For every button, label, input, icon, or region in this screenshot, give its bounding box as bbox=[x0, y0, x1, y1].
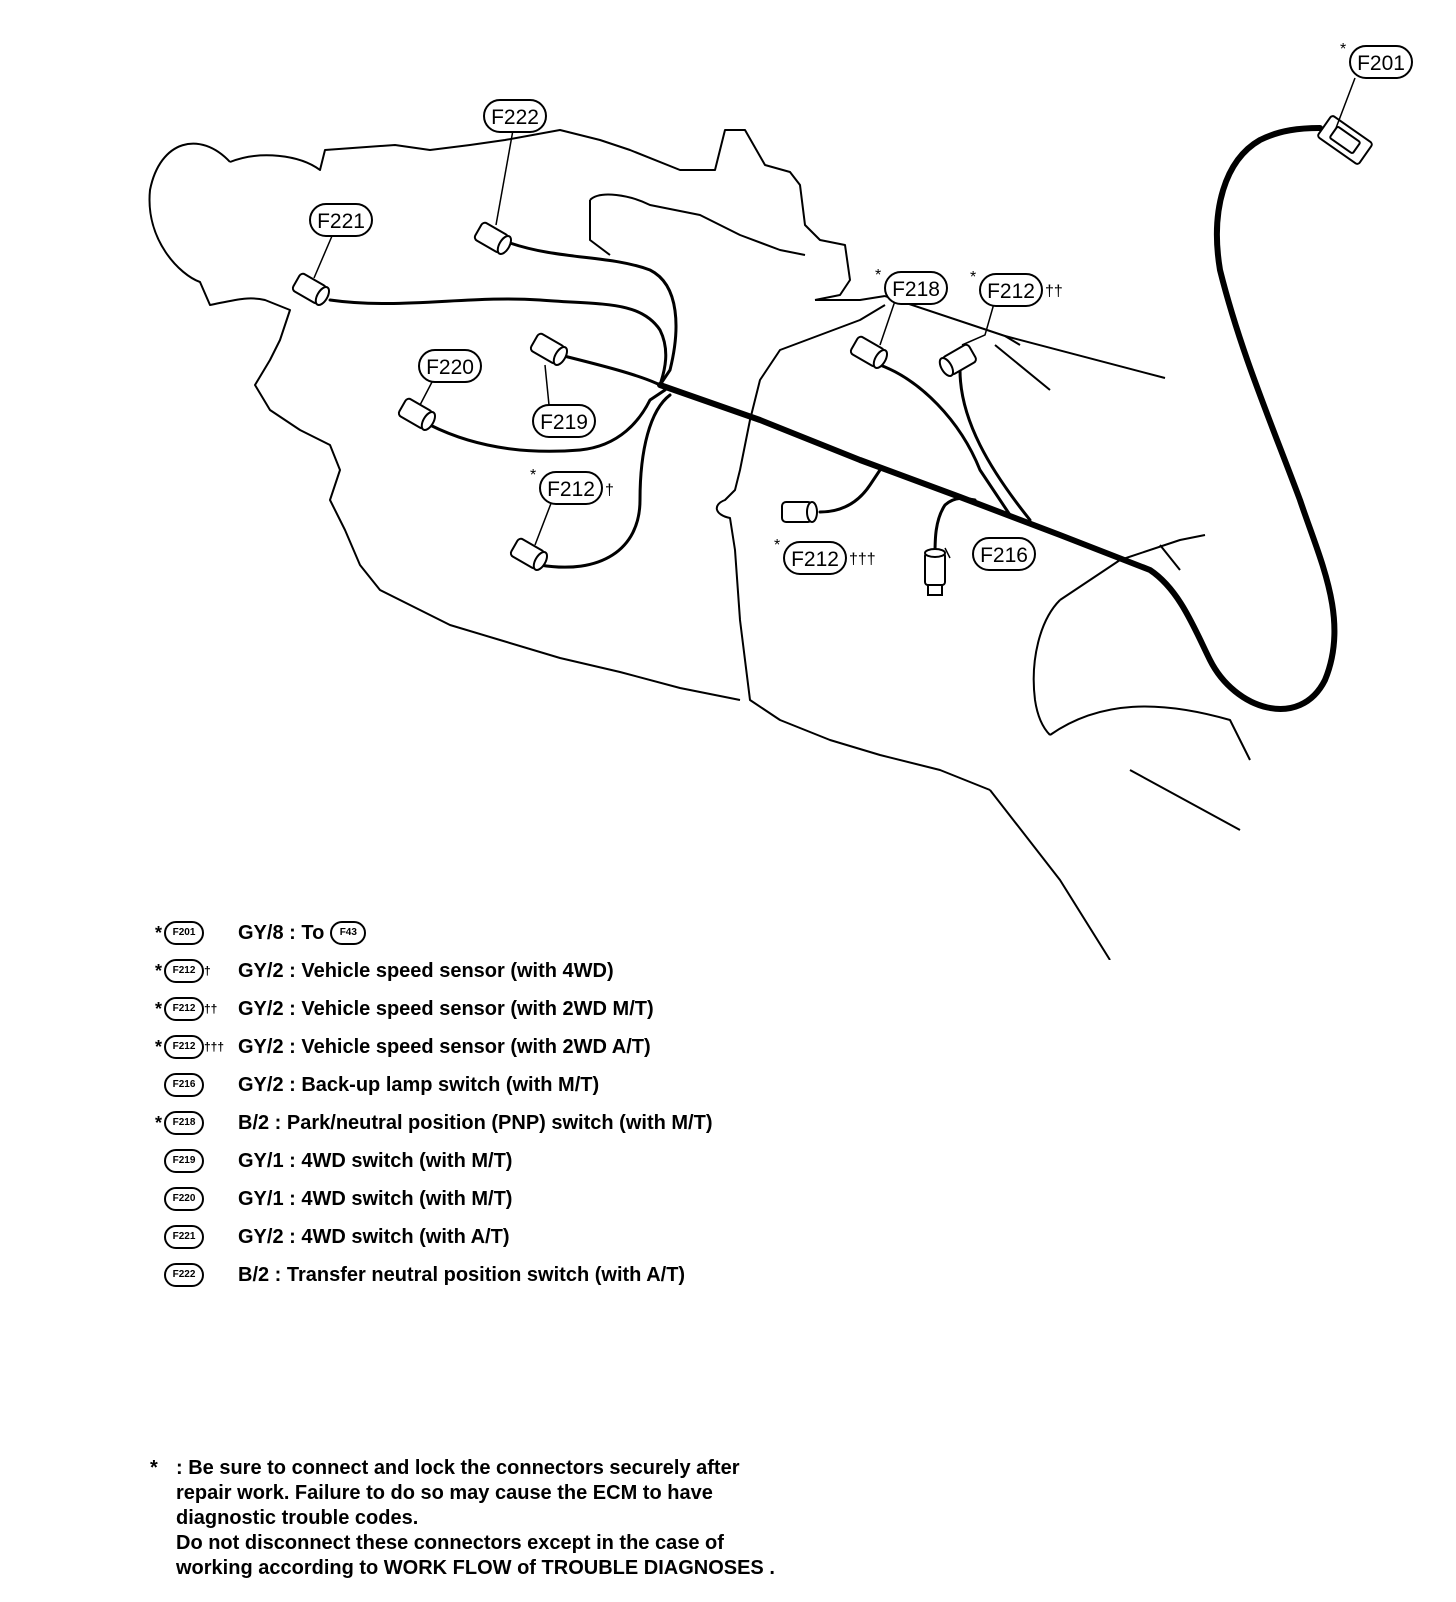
caution-note: * : Be sure to connect and lock the conn… bbox=[150, 1456, 870, 1581]
legend-ref-code: F43 bbox=[330, 921, 367, 945]
connector-F212-4wd bbox=[509, 537, 549, 572]
legend-connector-code: F212 bbox=[164, 1035, 204, 1059]
legend-description: GY/2 : Back-up lamp switch (with M/T) bbox=[238, 1073, 600, 1096]
connector-F218 bbox=[849, 335, 889, 370]
legend-row: * F201 GY/8 : To F43 bbox=[150, 918, 367, 948]
connector-F221 bbox=[291, 272, 331, 307]
legend-connector-code: F220 bbox=[164, 1187, 204, 1211]
connector-id: F212 bbox=[547, 478, 595, 501]
legend-mark: †† bbox=[204, 1002, 218, 1016]
legend-connector-code: F219 bbox=[164, 1149, 204, 1173]
connector-F212-2wd-at bbox=[781, 501, 818, 523]
label-F220 bbox=[418, 349, 482, 383]
connector-F222 bbox=[473, 221, 513, 256]
connector-bodies bbox=[291, 115, 1373, 596]
connector-id: F220 bbox=[426, 356, 474, 379]
legend-row: F221 GY/2 : 4WD switch (with A/T) bbox=[150, 1222, 509, 1252]
connector-F216 bbox=[924, 548, 946, 596]
legend-row: * F212 ††† GY/2 : Vehicle speed sensor (… bbox=[150, 1032, 651, 1062]
legend-connector-code: F216 bbox=[164, 1073, 204, 1097]
connector-F212-2wd-mt bbox=[938, 343, 977, 378]
legend-description: GY/1 : 4WD switch (with M/T) bbox=[238, 1149, 513, 1172]
label-F222 bbox=[483, 99, 547, 133]
legend-star: * bbox=[154, 922, 162, 943]
legend-star: * bbox=[154, 1036, 162, 1057]
legend-description: GY/1 : 4WD switch (with M/T) bbox=[238, 1187, 513, 1210]
legend-star: * bbox=[154, 1112, 162, 1133]
connector-star: * bbox=[1340, 41, 1346, 58]
legend-row: F219 GY/1 : 4WD switch (with M/T) bbox=[150, 1146, 512, 1176]
legend-mark: † bbox=[204, 964, 211, 978]
label-F212-4wd bbox=[539, 471, 603, 505]
legend-row: F216 GY/2 : Back-up lamp switch (with M/… bbox=[150, 1070, 599, 1100]
connector-id: F221 bbox=[317, 210, 365, 233]
label-F212-2wd-mt bbox=[979, 273, 1043, 307]
connector-mark: ††† bbox=[849, 551, 876, 568]
legend-star: * bbox=[154, 960, 162, 981]
note-line: working according to WORK FLOW of TROUBL… bbox=[176, 1557, 775, 1579]
connector-labels bbox=[309, 45, 1413, 575]
harness-wires bbox=[328, 125, 1338, 712]
legend-connector-code: F201 bbox=[164, 921, 204, 945]
harness-diagram: F201 F222 F221 F218 F212 F220 F219 F212 … bbox=[148, 41, 1413, 960]
legend-row: * F212 † GY/2 : Vehicle speed sensor (wi… bbox=[150, 956, 614, 986]
label-F212-2wd-at bbox=[783, 541, 847, 575]
legend-row: F220 GY/1 : 4WD switch (with M/T) bbox=[150, 1184, 512, 1214]
legend-description: GY/8 : To bbox=[238, 921, 325, 944]
transmission-outline bbox=[148, 129, 1251, 960]
connector-mark: † bbox=[605, 482, 614, 499]
connector-label-text: F201 F222 F221 F218 F212 F220 F219 F212 … bbox=[317, 41, 1405, 571]
label-F221 bbox=[309, 203, 373, 237]
legend-star: * bbox=[154, 998, 162, 1019]
legend-description: GY/2 : Vehicle speed sensor (with 2WD A/… bbox=[238, 1035, 651, 1058]
connector-id: F222 bbox=[491, 106, 539, 129]
legend-connector-code: F212 bbox=[164, 959, 204, 983]
label-F218 bbox=[884, 271, 948, 305]
legend-connector-code: F222 bbox=[164, 1263, 204, 1287]
legend-description: B/2 : Transfer neutral position switch (… bbox=[238, 1263, 686, 1286]
legend-description: GY/2 : 4WD switch (with A/T) bbox=[238, 1225, 510, 1248]
connector-id: F201 bbox=[1357, 52, 1405, 75]
legend-description: GY/2 : Vehicle speed sensor (with 2WD M/… bbox=[238, 997, 654, 1020]
label-F216 bbox=[972, 537, 1036, 571]
legend-connector-code: F221 bbox=[164, 1225, 204, 1249]
connector-star: * bbox=[970, 269, 976, 286]
main-trunk bbox=[657, 125, 1338, 712]
connector-F201 bbox=[1317, 115, 1373, 165]
note-line: Do not disconnect these connectors excep… bbox=[176, 1532, 724, 1554]
connector-id: F212 bbox=[791, 548, 839, 571]
connector-star: * bbox=[774, 537, 780, 554]
connector-id: F219 bbox=[540, 411, 588, 434]
legend-row: F222 B/2 : Transfer neutral position swi… bbox=[150, 1260, 685, 1290]
note-line: repair work. Failure to do so may cause … bbox=[176, 1482, 713, 1504]
legend-description: B/2 : Park/neutral position (PNP) switch… bbox=[238, 1111, 713, 1134]
connector-star: * bbox=[530, 467, 536, 484]
legend-connector-code: F212 bbox=[164, 997, 204, 1021]
label-F219 bbox=[532, 404, 596, 438]
legend-connector-code: F218 bbox=[164, 1111, 204, 1135]
connector-id: F212 bbox=[987, 280, 1035, 303]
connector-id: F216 bbox=[980, 544, 1028, 567]
connector-mark: †† bbox=[1045, 283, 1063, 300]
label-F201 bbox=[1349, 45, 1413, 79]
legend-row: * F218 B/2 : Park/neutral position (PNP)… bbox=[150, 1108, 712, 1138]
legend-row: * F212 †† GY/2 : Vehicle speed sensor (w… bbox=[150, 994, 654, 1024]
note-line: diagnostic trouble codes. bbox=[176, 1507, 419, 1529]
legend-description: GY/2 : Vehicle speed sensor (with 4WD) bbox=[238, 959, 614, 982]
leader-lines bbox=[313, 77, 1356, 559]
connector-F219 bbox=[529, 332, 569, 367]
note-star: * bbox=[150, 1457, 158, 1479]
note-line: : Be sure to connect and lock the connec… bbox=[176, 1457, 740, 1479]
connector-star: * bbox=[875, 267, 881, 284]
legend-mark: ††† bbox=[204, 1040, 225, 1054]
connector-F220 bbox=[397, 397, 437, 432]
connector-id: F218 bbox=[892, 278, 940, 301]
